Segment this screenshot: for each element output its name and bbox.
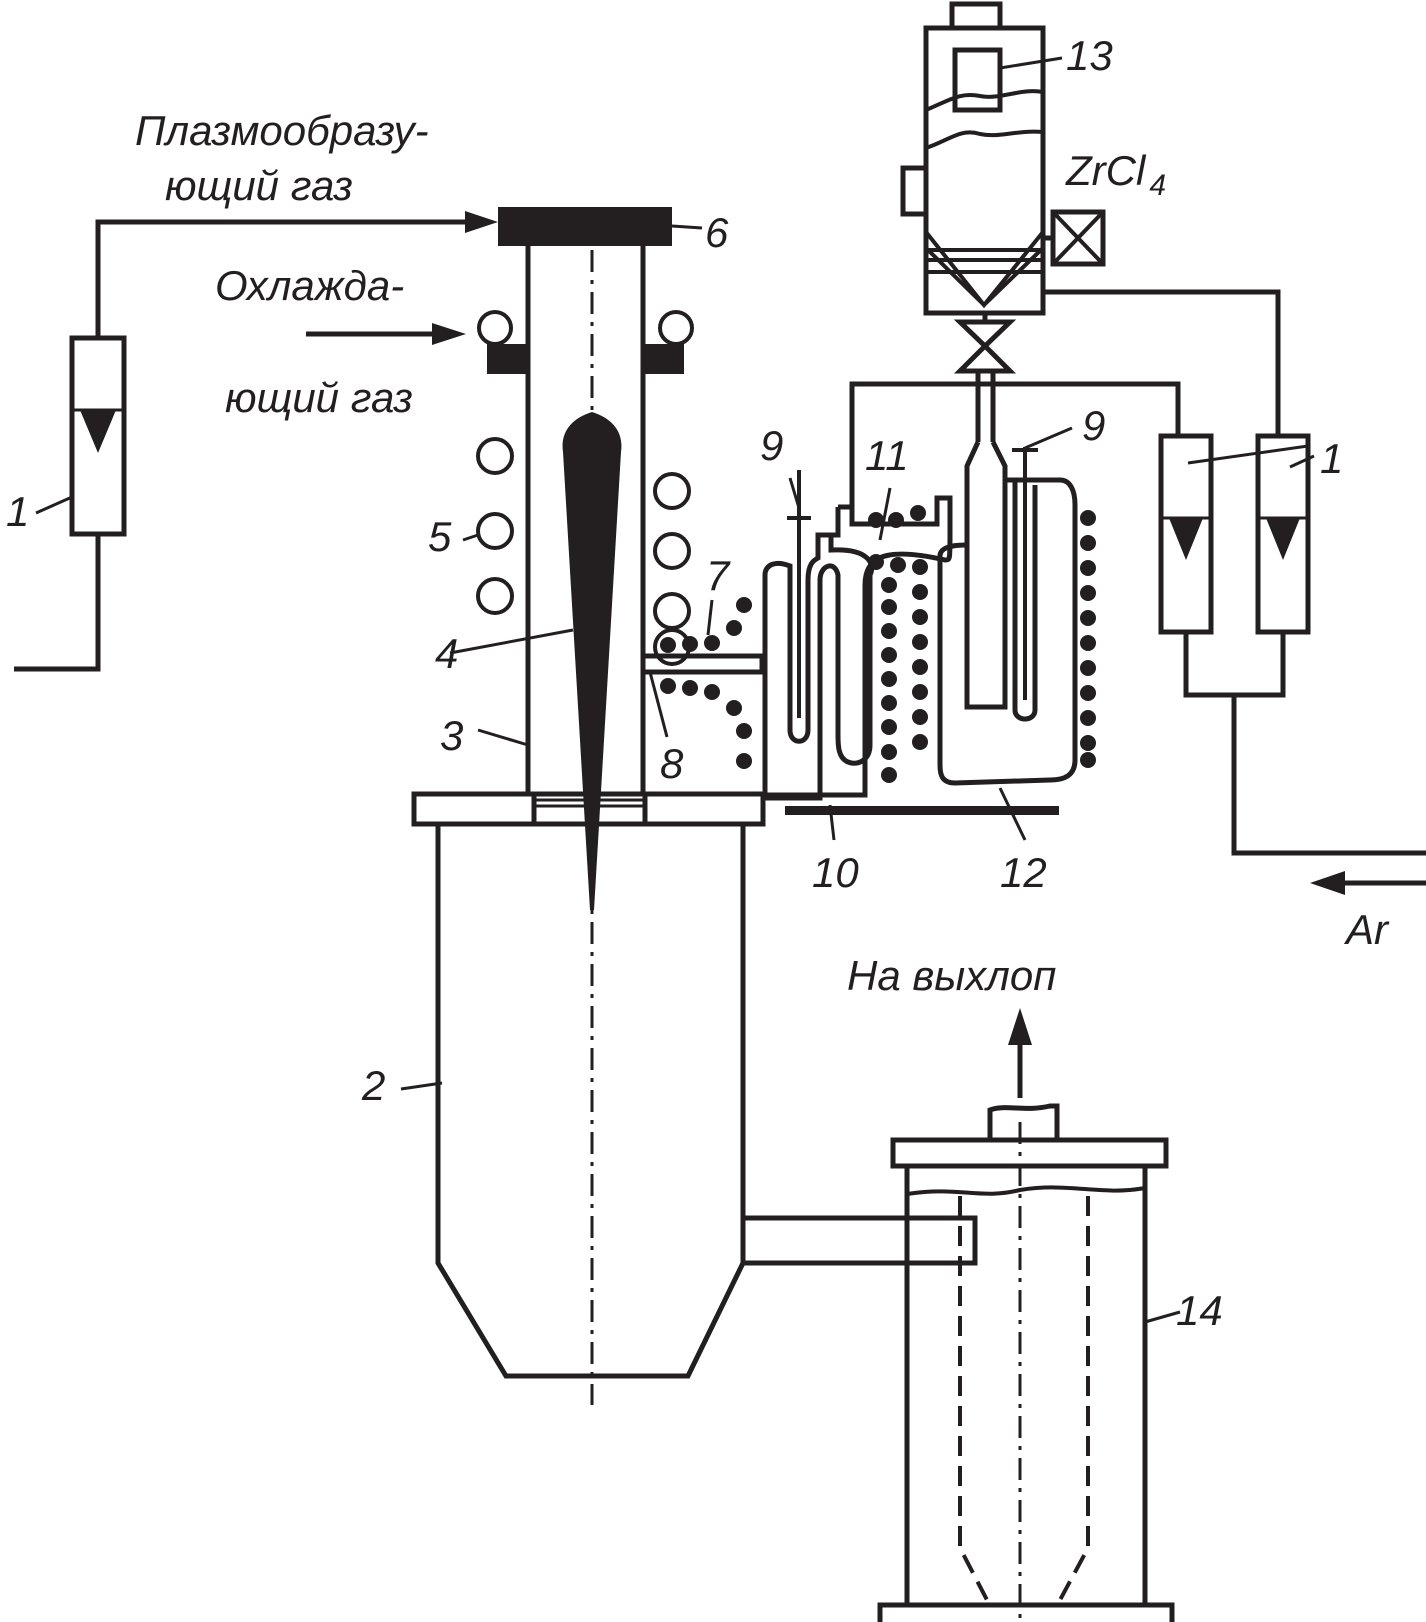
number-7: 7 <box>706 552 731 599</box>
number-3: 3 <box>440 712 463 759</box>
rotameter-left <box>69 335 127 537</box>
heater-dots-vessels <box>868 505 1096 783</box>
hopper-motor <box>949 1 1003 31</box>
filter-cloth-top <box>906 1185 1146 1196</box>
number-9-left: 9 <box>760 422 783 469</box>
number-1-right: 1 <box>1320 435 1343 482</box>
number-6: 6 <box>705 209 729 256</box>
exhaust-label: На выхлоп <box>847 952 1056 999</box>
number-8: 8 <box>660 740 684 787</box>
number-12: 12 <box>1000 849 1047 896</box>
number-9-right: 9 <box>1082 402 1105 449</box>
exhaust-arrow <box>1008 1008 1032 1045</box>
hopper-side-port <box>900 165 929 217</box>
argon-line-hopper <box>1043 289 1281 436</box>
filter-top-flange <box>890 1137 1169 1169</box>
filter-outlet-neck <box>987 1103 1060 1140</box>
torch-head-6 <box>498 207 672 246</box>
plasma-gas-label-line1: Плазмообразу- <box>135 107 429 154</box>
plasma-gas-arrow <box>465 211 498 233</box>
vessel-10 <box>762 507 875 801</box>
number-1-left: 1 <box>6 488 29 535</box>
cooling-ring-left <box>487 344 527 374</box>
hopper-feeder <box>952 47 1003 113</box>
vessel-12-thermowell <box>1012 480 1038 722</box>
powder-level-2 <box>925 129 1044 150</box>
rotameter-manifold <box>1183 632 1286 698</box>
number-11: 11 <box>865 432 909 479</box>
powder-level-1 <box>925 89 1044 112</box>
hopper-valve-bottom <box>953 342 1017 374</box>
argon-label: Ar <box>1343 906 1390 953</box>
plasma-gas-label-line2: ющий газ <box>165 162 353 209</box>
plasma-jet-4 <box>562 412 622 910</box>
number-10: 10 <box>812 849 859 896</box>
reactor-flange <box>411 791 766 827</box>
feed-tube <box>964 440 1008 710</box>
cooling-gas-arrow <box>432 323 466 345</box>
cooling-gas-label-line2: ющий газ <box>225 374 413 421</box>
filter-bottom-flange <box>877 1602 1175 1622</box>
hopper-valve-top <box>953 319 1017 350</box>
number-2: 2 <box>361 1062 385 1109</box>
vessel-12 <box>937 477 1078 786</box>
rotameter-right-b <box>1255 433 1311 635</box>
argon-distribution-line <box>849 381 1181 507</box>
rotameter-right-a <box>1158 433 1214 635</box>
outlet-pipe <box>743 1215 978 1266</box>
cooling-coil-left <box>477 310 513 346</box>
injection-tube-8 <box>640 653 765 675</box>
plasma-gas-inlet-line <box>14 534 101 672</box>
filter-bag-right <box>1058 1196 1090 1601</box>
number-5: 5 <box>428 513 452 560</box>
cooling-gas-label-line1: Охлажда- <box>215 262 404 309</box>
number-13: 13 <box>1066 32 1113 79</box>
plasma-gas-line <box>95 219 490 338</box>
leader-lines <box>35 56 1315 1324</box>
hopper-cone <box>924 230 1045 309</box>
argon-inlet-line <box>1231 695 1426 856</box>
cooling-ring-right <box>644 344 684 374</box>
vessel-11 <box>765 495 953 798</box>
cooling-coil-right <box>658 310 694 346</box>
heater-plate <box>785 806 1059 815</box>
reactor-chamber-2 <box>435 824 746 1379</box>
number-14: 14 <box>1176 1287 1223 1334</box>
filter-bag-left <box>958 1196 989 1601</box>
heater-dots-7 <box>660 597 752 769</box>
number-4: 4 <box>435 630 458 677</box>
argon-arrow <box>1310 871 1345 895</box>
